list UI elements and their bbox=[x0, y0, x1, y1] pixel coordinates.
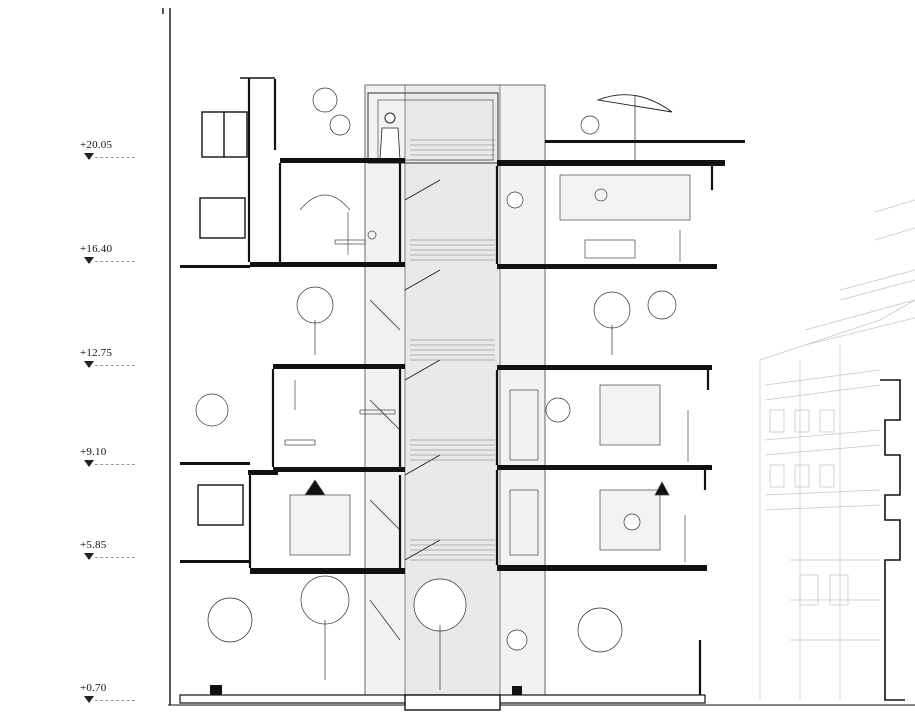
level-marker-icon bbox=[84, 361, 94, 368]
background-street-buildings bbox=[759, 199, 915, 700]
interior-furnishings bbox=[284, 94, 691, 562]
level-label-16-40: +16.40 bbox=[80, 243, 113, 255]
level-label-0-70: +0.70 bbox=[80, 682, 107, 694]
level-marker-icon bbox=[84, 696, 94, 703]
level-label-5-85: +5.85 bbox=[80, 539, 107, 551]
left-facade-windows bbox=[197, 111, 248, 526]
level-label-20-05: +20.05 bbox=[80, 139, 113, 151]
level-marker-icon bbox=[84, 153, 94, 160]
level-marker-icon bbox=[84, 553, 94, 560]
level-marker-icon bbox=[84, 257, 94, 264]
level-dash-line bbox=[95, 700, 135, 701]
level-label-12-75: +12.75 bbox=[80, 347, 113, 359]
left-party-wall bbox=[162, 8, 915, 706]
right-block-walls bbox=[495, 166, 714, 700]
right-block-slabs bbox=[497, 140, 745, 571]
level-dash-line bbox=[95, 365, 135, 366]
left-block-slabs bbox=[180, 158, 405, 574]
ground-slab bbox=[179, 685, 706, 711]
right-facade-profile bbox=[880, 379, 905, 701]
level-dash-line bbox=[95, 261, 135, 262]
level-dash-line bbox=[95, 557, 135, 558]
level-marker-icon bbox=[84, 460, 94, 467]
level-dash-line bbox=[95, 464, 135, 465]
vegetation bbox=[195, 87, 677, 690]
level-dash-line bbox=[95, 157, 135, 158]
level-label-9-10: +9.10 bbox=[80, 446, 107, 458]
left-block-walls bbox=[240, 77, 402, 568]
